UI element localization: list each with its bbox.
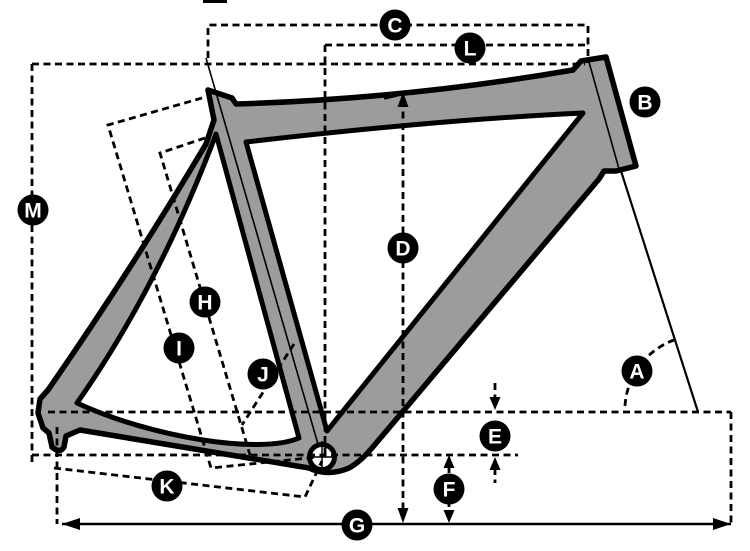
- marker-C: C: [379, 9, 411, 41]
- marker-letter: G: [349, 515, 365, 538]
- marker-letter: E: [488, 426, 502, 449]
- marker-J: J: [247, 358, 279, 390]
- fork-axis-line: [619, 170, 700, 413]
- wheelbase-arrowhead-right: [713, 518, 731, 530]
- standover-arrowhead-top: [397, 92, 409, 107]
- bbheight-arrowhead-up: [443, 455, 455, 468]
- marker-circle: [479, 420, 511, 452]
- marker-letter: I: [176, 338, 182, 361]
- marker-circle: [379, 9, 411, 41]
- top-edge-sliver: [203, 0, 227, 3]
- seatpost-axis-line: [205, 57, 321, 452]
- marker-circle: [454, 32, 486, 64]
- measure-H-seat-tube-line: [158, 136, 252, 456]
- marker-K: K: [151, 470, 183, 502]
- marker-letter: M: [24, 200, 42, 223]
- marker-H: H: [189, 286, 221, 318]
- marker-circle: [433, 473, 465, 505]
- marker-circle: [189, 286, 221, 318]
- marker-M: M: [17, 194, 49, 226]
- marker-letter: F: [443, 479, 456, 502]
- marker-G: G: [341, 509, 373, 541]
- standover-arrowhead-bottom: [397, 508, 409, 523]
- marker-I: I: [163, 332, 195, 364]
- wheelbase-arrowhead-left: [62, 518, 80, 530]
- marker-F: F: [433, 473, 465, 505]
- measure-K-chainstay-line: [53, 460, 324, 499]
- bike-frame: [35, 54, 700, 476]
- marker-letter: A: [629, 361, 644, 384]
- marker-B: B: [629, 86, 661, 118]
- front-triangle-hole: [243, 110, 586, 434]
- marker-letter: C: [387, 15, 402, 38]
- bbdrop-arrowhead-down: [489, 397, 501, 410]
- marker-circle: [629, 86, 661, 118]
- letter-markers: A B C D E F G HI J K L M: [17, 9, 661, 541]
- measure-I-seat-tube-line: [106, 96, 319, 470]
- marker-circle: [247, 358, 279, 390]
- marker-letter: K: [159, 476, 174, 499]
- marker-letter: B: [637, 92, 652, 115]
- marker-D: D: [387, 232, 419, 264]
- bbdrop-arrowhead-up: [489, 457, 501, 470]
- marker-circle: [341, 509, 373, 541]
- marker-letter: J: [257, 364, 269, 387]
- marker-L: L: [454, 32, 486, 64]
- marker-circle: [151, 470, 183, 502]
- marker-letter: D: [395, 238, 410, 261]
- marker-E: E: [479, 420, 511, 452]
- marker-circle: [17, 194, 49, 226]
- head-tube-seam-line: [588, 61, 620, 170]
- standover-tick: [383, 93, 398, 100]
- bbheight-arrowhead-down: [443, 510, 455, 523]
- rear-triangle-hole: [74, 131, 302, 447]
- marker-letter: L: [464, 38, 477, 61]
- marker-letter: H: [197, 292, 212, 315]
- solid-measure-elements: [62, 92, 731, 530]
- marker-A: A: [621, 355, 653, 387]
- marker-circle: [387, 232, 419, 264]
- marker-circle: [163, 332, 195, 364]
- marker-circle: [621, 355, 653, 387]
